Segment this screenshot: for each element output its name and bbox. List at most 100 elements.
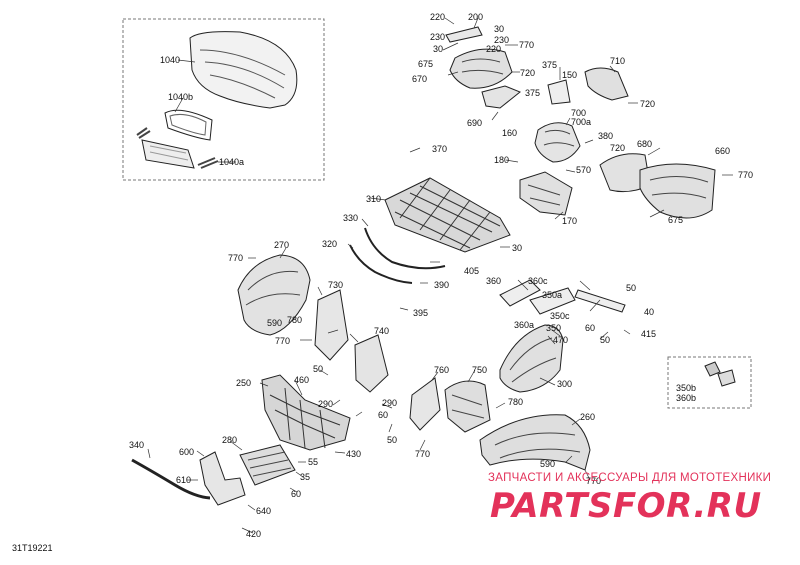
part-callout-270: 270 — [274, 240, 290, 250]
part-callout-590b: 590 — [540, 459, 556, 469]
part-callout-290b: 290 — [382, 398, 398, 408]
part-callout-60b: 60 — [378, 410, 389, 420]
part-200-bracket — [445, 26, 483, 43]
part-360-bracket — [499, 279, 541, 307]
watermark-logo: PARTSFOR.RU — [490, 486, 762, 526]
part-callout-320: 320 — [322, 239, 338, 249]
part-callout-35: 35 — [300, 472, 311, 482]
part-callout-340: 340 — [129, 440, 145, 450]
part-callout-360a: 360a — [514, 320, 535, 330]
part-callout-360b: 360b — [676, 393, 697, 403]
optional-seat-box-outline — [122, 18, 325, 181]
part-callout-280: 280 — [222, 435, 238, 445]
part-1040a-strip — [197, 157, 219, 169]
part-callout-415: 415 — [641, 329, 657, 339]
part-callout-150: 150 — [562, 70, 578, 80]
part-350b-clip — [704, 361, 721, 377]
part-callout-360c: 360c — [528, 276, 548, 286]
part-770-cover — [449, 48, 513, 89]
part-callout-350c: 350c — [550, 311, 570, 321]
part-callout-700: 700 — [571, 108, 587, 118]
part-1040-tray — [141, 139, 195, 169]
part-callout-1040a: 1040a — [219, 157, 245, 167]
part-callout-230b: 230 — [494, 35, 510, 45]
watermark-tagline: ЗАПЧАСТИ И АКСЕССУАРЫ ДЛЯ МОТОТЕХНИКИ — [488, 472, 772, 484]
part-callout-460: 460 — [294, 375, 310, 385]
part-690-bracket — [481, 85, 521, 109]
part-740-inner-panel — [354, 334, 389, 393]
part-1040-seat — [189, 31, 298, 109]
part-340-strip — [131, 458, 211, 500]
part-40-bar — [574, 289, 626, 313]
part-callout-770d: 770 — [275, 336, 291, 346]
part-callout-390: 390 — [434, 280, 450, 290]
part-730-inner-panel — [314, 289, 349, 361]
part-callout-30b: 30 — [433, 44, 444, 54]
part-callout-675a: 675 — [418, 59, 434, 69]
part-1040b-seal — [164, 109, 213, 141]
part-330-rail — [364, 227, 446, 270]
part-callout-720b: 720 — [640, 99, 656, 109]
inset-box — [667, 356, 752, 409]
part-callout-30c: 30 — [512, 243, 523, 253]
part-callout-710: 710 — [610, 56, 626, 66]
part-callout-300: 300 — [557, 379, 573, 389]
part-callout-740: 740 — [374, 326, 390, 336]
part-760-panel — [409, 377, 441, 431]
part-280-grille — [239, 444, 296, 486]
part-310-rack — [384, 177, 511, 253]
part-callout-675b: 675 — [668, 215, 684, 225]
part-callout-310: 310 — [366, 194, 382, 204]
part-callout-770a: 770 — [519, 40, 535, 50]
part-callout-30a: 30 — [494, 24, 505, 34]
part-callout-395: 395 — [413, 308, 429, 318]
part-callout-55: 55 — [308, 457, 319, 467]
part-callout-600: 600 — [179, 447, 195, 457]
part-callout-470: 470 — [553, 335, 569, 345]
part-callout-730: 730 — [328, 280, 344, 290]
part-callout-220b: 220 — [486, 44, 502, 54]
part-callout-590a: 590 — [267, 318, 283, 328]
part-callout-700a: 700a — [571, 117, 592, 127]
part-callout-770e: 770 — [415, 449, 431, 459]
part-callout-690: 690 — [467, 118, 483, 128]
part-callout-260: 260 — [580, 412, 596, 422]
part-660-panel — [639, 163, 716, 219]
part-710-cover — [584, 67, 629, 101]
part-callout-760: 760 — [434, 365, 450, 375]
part-callout-375a: 375 — [542, 60, 558, 70]
part-callout-720a: 720 — [520, 68, 536, 78]
part-callout-570: 570 — [576, 165, 592, 175]
part-callout-290a: 290 — [318, 399, 334, 409]
part-callout-350: 350 — [546, 323, 562, 333]
part-callout-170: 170 — [562, 216, 578, 226]
part-callout-50d: 50 — [387, 435, 398, 445]
part-callout-50b: 50 — [600, 335, 611, 345]
part-320-rail — [349, 244, 413, 284]
part-callout-350a: 350a — [542, 290, 563, 300]
part-callout-50c: 50 — [313, 364, 324, 374]
part-callout-330: 330 — [343, 213, 359, 223]
part-callout-750: 750 — [472, 365, 488, 375]
part-callout-200: 200 — [468, 12, 484, 22]
part-callout-50a: 50 — [626, 283, 637, 293]
part-150-clip — [547, 79, 571, 105]
part-callout-60a: 60 — [585, 323, 596, 333]
part-callout-610: 610 — [176, 475, 192, 485]
part-callout-220a: 220 — [430, 12, 446, 22]
part-callout-660: 660 — [715, 146, 731, 156]
part-callout-1040b: 1040b — [168, 92, 194, 102]
part-callout-40: 40 — [644, 307, 655, 317]
part-callout-430: 430 — [346, 449, 362, 459]
part-callout-420: 420 — [246, 529, 262, 539]
part-350-bracket — [529, 287, 576, 315]
part-callout-350b: 350b — [676, 383, 697, 393]
part-callout-770b: 770 — [738, 170, 754, 180]
part-callout-1040: 1040 — [160, 55, 181, 65]
part-callout-380: 380 — [598, 131, 614, 141]
part-callout-60c: 60 — [291, 489, 302, 499]
part-callout-770f: 770 — [586, 476, 602, 486]
part-260-bumper — [479, 414, 591, 471]
